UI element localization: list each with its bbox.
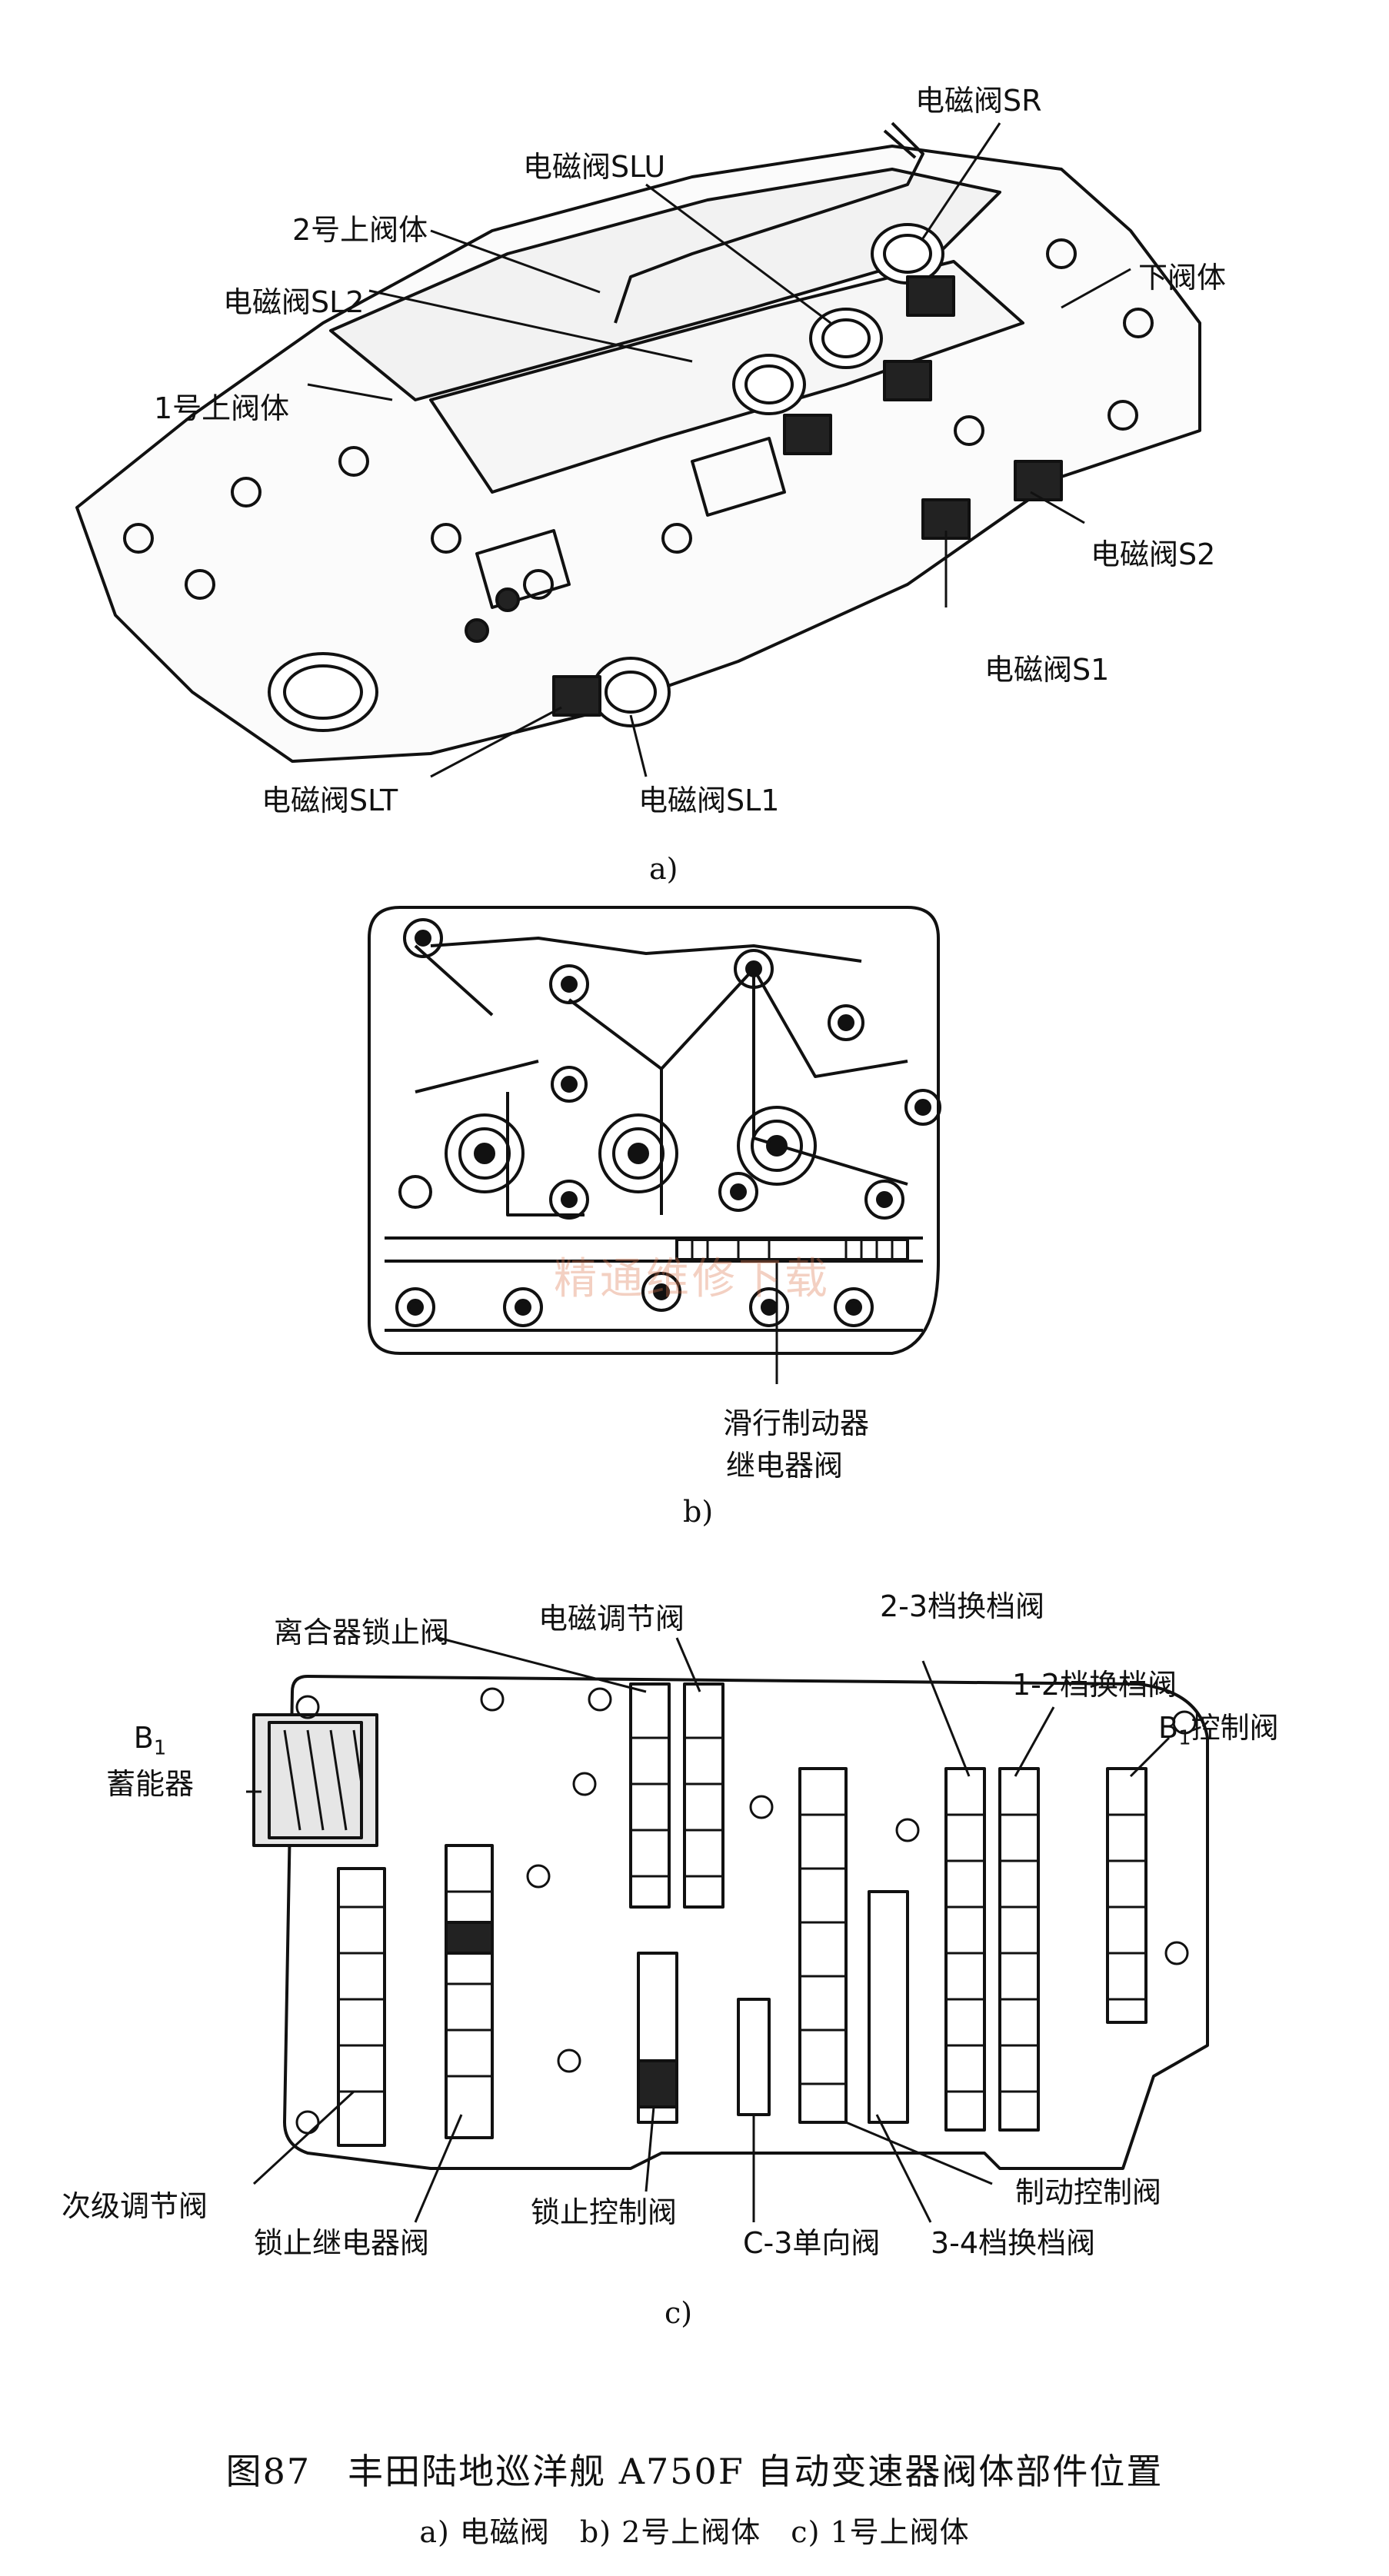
figure-a-illustration <box>75 121 1201 778</box>
label-solenoid-s1: 电磁阀S1 <box>984 653 1110 687</box>
label-lower-valve-body: 下阀体 <box>1138 261 1227 295</box>
label-line-2: 继电器阀 <box>725 1449 843 1483</box>
figure-caption-title: 图87 丰田陆地巡洋舰 A750F 自动变速器阀体部件位置 <box>225 2451 1164 2492</box>
figure-b-illustration <box>368 906 941 1384</box>
b1-control-b: B <box>1158 1711 1179 1745</box>
label-c3-check-valve: C-3单向阀 <box>743 2226 881 2260</box>
label-1-2-shift-valve: 1-2档换档阀 <box>1012 1668 1177 1702</box>
label-solenoid-s2: 电磁阀S2 <box>1091 537 1216 571</box>
b1-control-text: 控制阀 <box>1191 1711 1279 1745</box>
label-line-1: 滑行制动器 <box>723 1406 870 1440</box>
label-upper-valve-body-1: 1号上阀体 <box>154 391 290 425</box>
label-3-4-shift-valve: 3-4档换档阀 <box>931 2226 1096 2260</box>
b1-accumulator-subscript: 1 <box>153 1736 167 1760</box>
label-lockup-relay-valve: 锁止继电器阀 <box>254 2226 430 2260</box>
figure-c-illustration <box>246 1636 1209 2223</box>
label-b1-accumulator: B1 蓄能器 <box>85 1721 215 1802</box>
figure-c-sublabel: c) <box>665 2296 693 2330</box>
figure-caption-subtitle: a) 电磁阀 b) 2号上阀体 c) 1号上阀体 <box>419 2515 970 2549</box>
b1-accumulator-b: B <box>133 1721 154 1755</box>
b1-accumulator-line-1: B1 <box>85 1721 215 1760</box>
label-brake-control-valve: 制动控制阀 <box>1015 2175 1162 2209</box>
figure-b-sublabel: b) <box>683 1495 714 1529</box>
label-solenoid-sl1: 电磁阀SL1 <box>638 784 780 817</box>
b1-accumulator-line-2: 蓄能器 <box>105 1766 194 1801</box>
label-b1-control-valve: B1控制阀 <box>1158 1704 1279 1750</box>
label-coast-brake-relay-valve: 滑行制动器 继电器阀 <box>723 1399 870 1484</box>
label-clutch-lock-valve: 离合器锁止阀 <box>274 1616 450 1649</box>
label-solenoid-sr: 电磁阀SR <box>915 84 1042 118</box>
watermark: 精通维修下载 <box>554 1254 831 1304</box>
label-2-3-shift-valve: 2-3档换档阀 <box>880 1589 1045 1623</box>
label-solenoid-slt: 电磁阀SLT <box>261 784 398 817</box>
figure-a-sublabel: a) <box>649 852 678 886</box>
b1-control-subscript: 1 <box>1178 1726 1191 1750</box>
label-secondary-regulator-valve: 次级调节阀 <box>62 2189 208 2223</box>
label-lockup-control-valve: 锁止控制阀 <box>531 2195 678 2229</box>
label-solenoid-slu: 电磁阀SLU <box>523 150 666 184</box>
label-upper-valve-body-2: 2号上阀体 <box>292 213 428 247</box>
label-solenoid-sl2: 电磁阀SL2 <box>223 285 365 319</box>
label-solenoid-modulator-valve: 电磁调节阀 <box>538 1602 685 1636</box>
